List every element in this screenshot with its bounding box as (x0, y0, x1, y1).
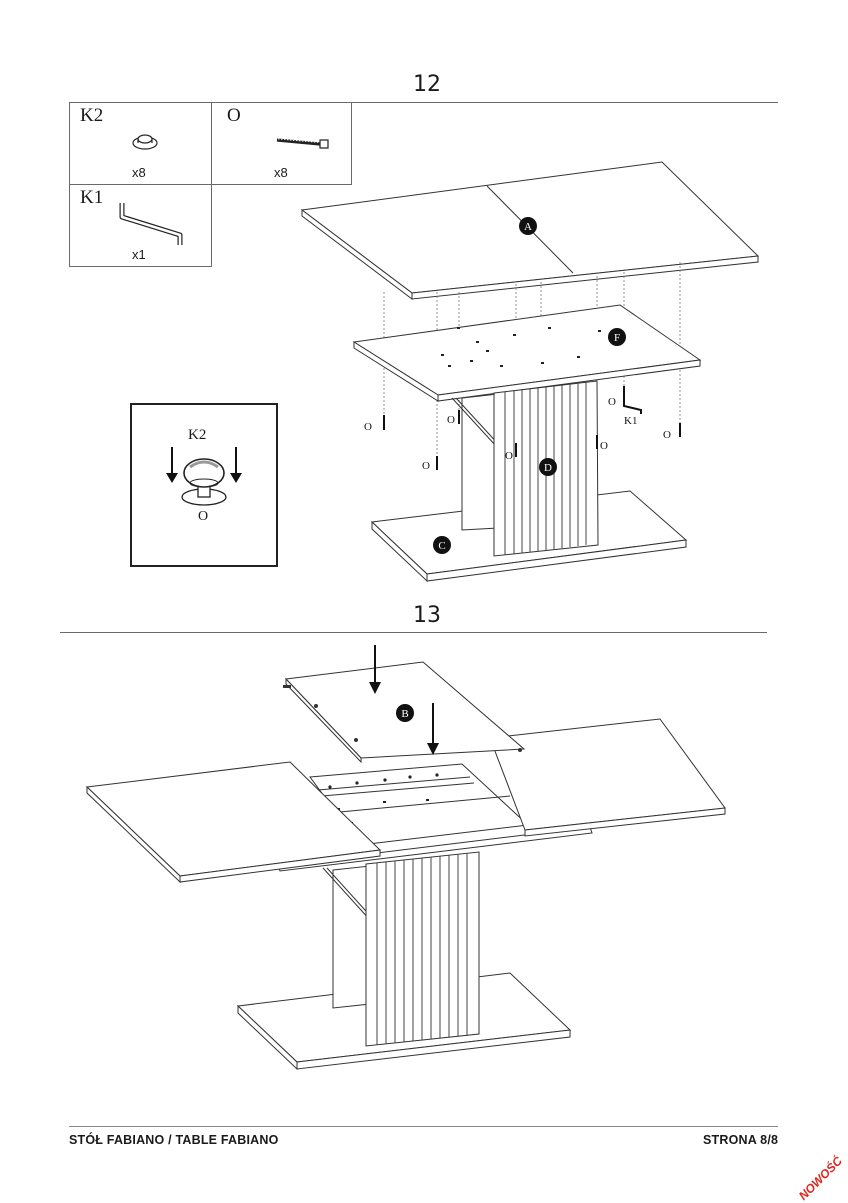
detail-label-o: O (198, 509, 209, 524)
insert-arrows (369, 645, 439, 755)
detail-label-k2: K2 (188, 427, 207, 443)
table-frame-f (352, 304, 702, 402)
part-box-k2: K2 x8 (69, 102, 212, 185)
svg-text:O: O (608, 396, 616, 408)
part-qty-o: x8 (274, 165, 288, 180)
step-12-exploded-table-illustration: A F D C O O O O O O O K1 (300, 161, 760, 583)
cam-lock-icon (132, 134, 158, 150)
bolt-icon (276, 138, 329, 149)
step-13-divider (60, 632, 767, 633)
label-marker-a: A (519, 217, 537, 235)
label-marker-c: C (433, 536, 451, 554)
svg-text:O: O (600, 440, 608, 452)
footer-divider (69, 1126, 778, 1127)
allen-key-in-use-icon (623, 396, 642, 414)
new-badge: NOWOŚĆ (796, 1153, 846, 1203)
step-13-extended-table-illustration: B (85, 645, 726, 1071)
svg-text:O: O (505, 450, 513, 462)
svg-text:O: O (422, 460, 430, 472)
label-marker-f: F (608, 328, 626, 346)
part-code-k2: K2 (80, 105, 104, 126)
bolt-labels: O O O O O O O K1 (364, 396, 671, 472)
svg-text:F: F (614, 332, 620, 344)
part-code-o: O (227, 105, 241, 126)
cam-lock-detail-illustration (166, 447, 242, 506)
pedestal (322, 851, 480, 1047)
step-12-divider (69, 102, 778, 103)
part-code-k1: K1 (80, 187, 104, 208)
right-leaf (489, 718, 726, 837)
pedestal-d (451, 380, 599, 557)
allen-key-icon (119, 203, 183, 245)
footer-page-number: STRONA 8/8 (703, 1133, 779, 1147)
svg-text:D: D (544, 462, 552, 474)
svg-text:K1: K1 (624, 415, 637, 427)
label-marker-d: D (539, 458, 557, 476)
part-box-o: O x8 (211, 102, 352, 185)
svg-text:O: O (447, 414, 455, 426)
svg-text:O: O (663, 429, 671, 441)
svg-text:O: O (364, 421, 372, 433)
footer-title: STÓŁ FABIANO / TABLE FABIANO (69, 1133, 279, 1147)
svg-text:A: A (524, 221, 532, 233)
part-box-k1: K1 x1 (69, 184, 212, 267)
detail-box: K2 O (130, 403, 278, 567)
svg-text:B: B (401, 708, 408, 720)
frame-holes (441, 327, 601, 367)
leaf-dowels (283, 685, 522, 752)
part-qty-k1: x1 (132, 247, 146, 262)
part-qty-k2: x8 (132, 165, 146, 180)
svg-text:C: C (438, 540, 445, 552)
label-marker-b: B (396, 704, 414, 722)
left-leaf (85, 761, 382, 884)
step-13-number: 13 (413, 603, 441, 628)
step-12-number: 12 (413, 72, 441, 97)
